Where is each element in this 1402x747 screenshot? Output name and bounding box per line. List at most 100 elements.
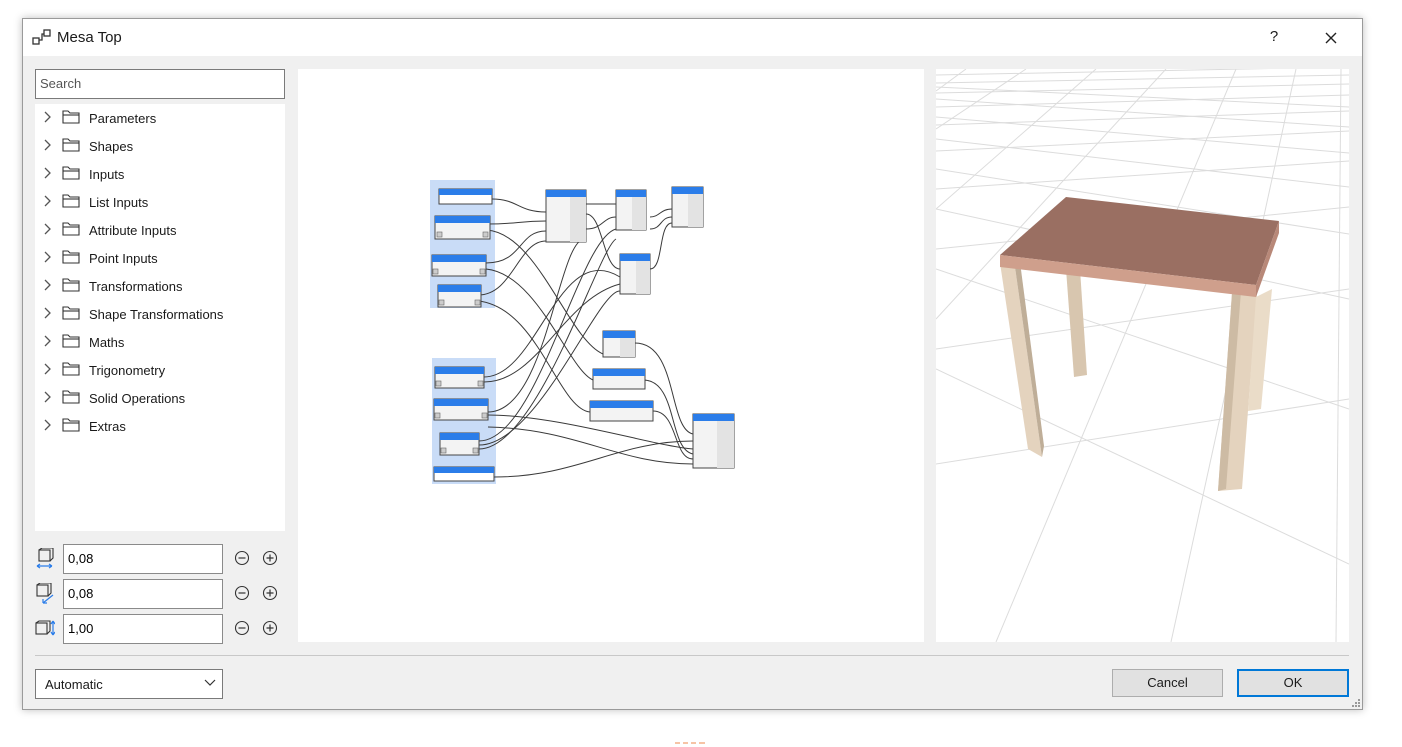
resize-grip-icon[interactable] [1351, 698, 1361, 708]
graph-node[interactable] [437, 284, 482, 308]
width-field[interactable] [64, 545, 222, 571]
tree-item-extras[interactable]: Extras [35, 412, 285, 440]
graph-node[interactable] [592, 368, 646, 390]
chevron-right-icon[interactable] [43, 391, 53, 403]
graph-node[interactable] [602, 330, 636, 358]
mode-select[interactable]: Automatic [35, 669, 223, 699]
graph-node[interactable] [671, 186, 704, 228]
tree-item-solid-operations[interactable]: Solid Operations [35, 384, 285, 412]
node-graph-canvas[interactable] [298, 69, 924, 642]
chevron-right-icon[interactable] [43, 195, 53, 207]
graph-node[interactable] [692, 413, 735, 469]
folder-icon [62, 306, 80, 320]
help-button[interactable]: ? [1269, 28, 1279, 45]
folder-icon [62, 138, 80, 152]
height-field[interactable] [64, 615, 222, 641]
chevron-right-icon[interactable] [43, 363, 53, 375]
tree-item-shape-transformations[interactable]: Shape Transformations [35, 300, 285, 328]
dialog-window: Mesa Top ? Parameters Shapes Inputs [22, 18, 1363, 710]
tree-item-trigonometry[interactable]: Trigonometry [35, 356, 285, 384]
search-box [35, 69, 285, 99]
param-row-height [35, 614, 285, 644]
tree-item-label: List Inputs [89, 195, 149, 210]
plus-circle-icon[interactable] [262, 620, 278, 636]
tree-item-label: Parameters [89, 111, 157, 126]
depth-field[interactable] [64, 580, 222, 606]
tree-item-label: Point Inputs [89, 251, 158, 266]
folder-icon [62, 278, 80, 292]
graph-node[interactable] [434, 366, 485, 389]
tree-item-transformations[interactable]: Transformations [35, 272, 285, 300]
param-row-width [35, 544, 285, 574]
width-dimension-icon [36, 548, 54, 569]
folder-icon [62, 418, 80, 432]
height-dimension-icon [35, 620, 55, 636]
window-title: Mesa Top [57, 29, 122, 46]
graph-node[interactable] [615, 189, 647, 231]
folder-icon [62, 110, 80, 124]
ok-button[interactable]: OK [1237, 669, 1349, 697]
graph-node[interactable] [438, 188, 493, 205]
title-bar: Mesa Top ? [23, 19, 1362, 56]
tree-item-label: Attribute Inputs [89, 223, 177, 238]
3d-preview-viewport[interactable] [936, 69, 1349, 642]
chevron-right-icon[interactable] [43, 223, 53, 235]
tree-item-parameters[interactable]: Parameters [35, 104, 285, 132]
folder-icon [62, 362, 80, 376]
node-editor-icon [32, 28, 52, 51]
chevron-right-icon[interactable] [43, 139, 53, 151]
graph-node[interactable] [589, 400, 654, 422]
cancel-button[interactable]: Cancel [1112, 669, 1223, 697]
connection-wires [477, 198, 694, 478]
depth-dimension-icon [36, 583, 54, 604]
tree-item-label: Shapes [89, 139, 134, 154]
plus-circle-icon[interactable] [262, 585, 278, 601]
tree-item-label: Inputs [89, 167, 125, 182]
tree-item-label: Transformations [89, 279, 183, 294]
tree-item-shapes[interactable]: Shapes [35, 132, 285, 160]
chevron-right-icon[interactable] [43, 111, 53, 123]
plus-circle-icon[interactable] [262, 550, 278, 566]
footer-separator [35, 655, 1349, 656]
tree-item-inputs[interactable]: Inputs [35, 160, 285, 188]
folder-icon [62, 194, 80, 208]
height-field-box [63, 614, 223, 644]
ground-grid [936, 69, 1349, 642]
folder-icon [62, 222, 80, 236]
tree-item-label: Solid Operations [89, 391, 186, 406]
graph-node[interactable] [434, 215, 491, 240]
minus-circle-icon[interactable] [234, 550, 250, 566]
chevron-right-icon[interactable] [43, 279, 53, 291]
drag-handle-icon[interactable] [672, 738, 710, 746]
tree-item-point-inputs[interactable]: Point Inputs [35, 244, 285, 272]
param-row-depth [35, 579, 285, 609]
minus-circle-icon[interactable] [234, 620, 250, 636]
chevron-right-icon[interactable] [43, 335, 53, 347]
depth-field-box [63, 579, 223, 609]
folder-icon [62, 166, 80, 180]
search-input[interactable] [36, 70, 284, 96]
tree-item-attribute-inputs[interactable]: Attribute Inputs [35, 216, 285, 244]
width-field-box [63, 544, 223, 574]
graph-node[interactable] [433, 398, 489, 421]
tree-item-label: Trigonometry [89, 363, 166, 378]
chevron-right-icon[interactable] [43, 419, 53, 431]
folder-icon [62, 390, 80, 404]
folder-icon [62, 250, 80, 264]
chevron-right-icon[interactable] [43, 167, 53, 179]
graph-node[interactable] [433, 466, 495, 482]
graph-node[interactable] [619, 253, 651, 295]
close-button[interactable] [1313, 27, 1349, 51]
tree-item-label: Maths [89, 335, 125, 350]
graph-node[interactable] [545, 189, 587, 243]
tree-item-label: Extras [89, 419, 126, 434]
table-3d-model [1000, 197, 1279, 491]
tree-item-maths[interactable]: Maths [35, 328, 285, 356]
tree-item-label: Shape Transformations [89, 307, 224, 322]
tree-item-list-inputs[interactable]: List Inputs [35, 188, 285, 216]
graph-node[interactable] [439, 432, 480, 456]
chevron-right-icon[interactable] [43, 307, 53, 319]
minus-circle-icon[interactable] [234, 585, 250, 601]
chevron-right-icon[interactable] [43, 251, 53, 263]
graph-node[interactable] [431, 254, 487, 277]
